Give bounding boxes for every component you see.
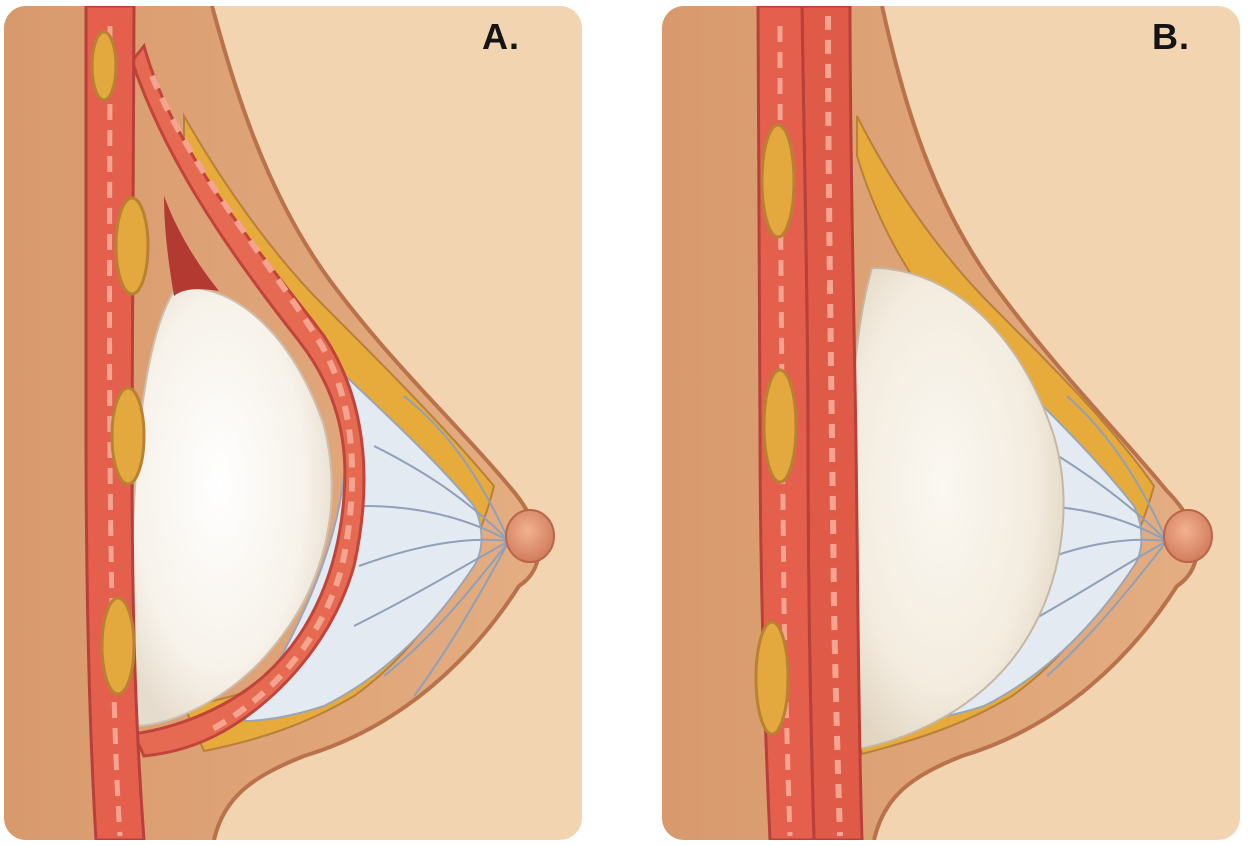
panel-label-a: A.	[482, 16, 520, 58]
nipple	[1164, 510, 1212, 562]
nipple	[506, 510, 554, 562]
breast-cross-section-illustration-a	[4, 6, 582, 840]
panel-a: A.	[4, 6, 582, 840]
panel-label-b: B.	[1152, 16, 1190, 58]
panel-b: B.	[662, 6, 1240, 840]
breast-cross-section-illustration-b	[662, 6, 1240, 840]
